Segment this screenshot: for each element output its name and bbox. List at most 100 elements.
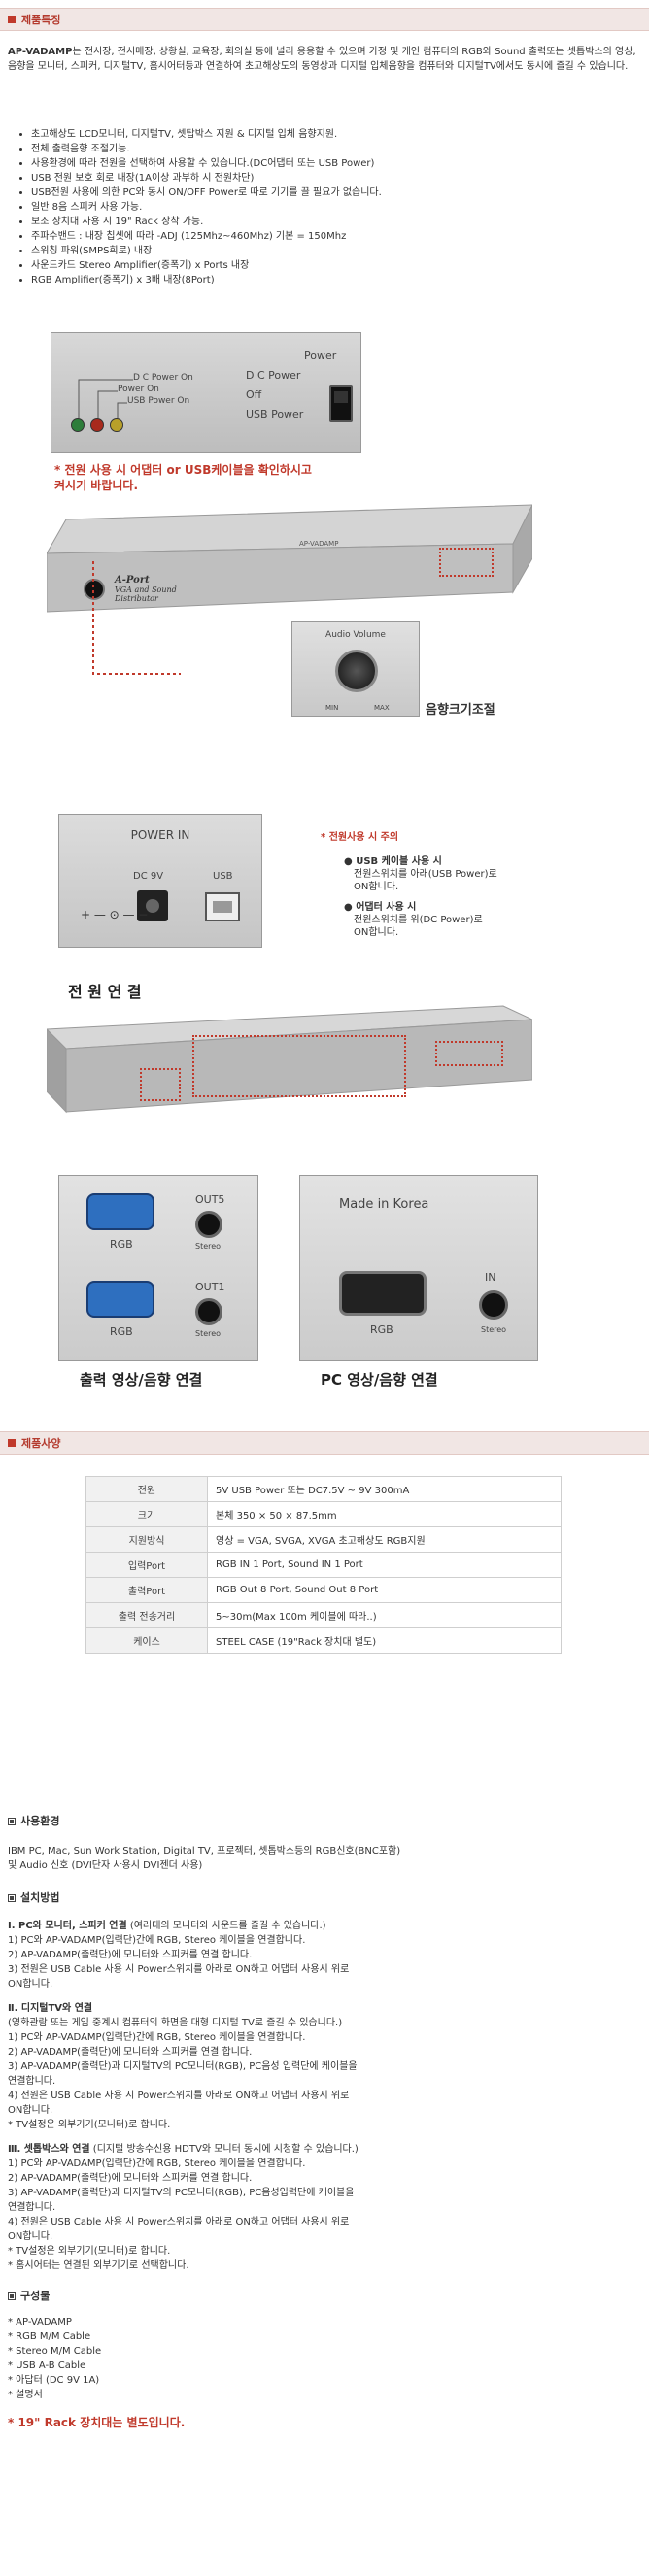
section-header-features: 제품특징: [0, 8, 649, 31]
install-line: 1) PC와 AP-VADAMP(입력단)간에 RGB, Stereo 케이블을…: [8, 2032, 306, 2043]
square-bullet-icon: [8, 1439, 16, 1447]
contents-item: * Stereo M/M Cable: [8, 2346, 102, 2357]
spec-label: 출력 전송거리: [85, 1602, 208, 1628]
audio-volume-label: Audio Volume: [325, 630, 386, 640]
rgb-label-out5: RGB: [110, 1238, 133, 1251]
install-line: * TV설정은 외부기기(모니터)로 합니다.: [8, 2246, 171, 2257]
feature-item: 사용환경에 따라 전원을 선택하여 사용할 수 있습니다.(DC어댑터 또는 U…: [31, 157, 643, 171]
rgb-label-out1: RGB: [110, 1325, 133, 1338]
install-line: ON합니다.: [8, 1979, 53, 1990]
contents-heading: 구성물: [8, 2289, 641, 2303]
square-bullet-icon: [8, 16, 16, 23]
stereo-label-out1: Stereo: [195, 1329, 222, 1338]
out1-label: OUT1: [195, 1281, 225, 1293]
install-line: ON합니다.: [8, 2105, 53, 2116]
input-caption: PC 영상/음향 연결: [321, 1371, 438, 1388]
volume-closeup: Audio Volume MIN MAX: [291, 621, 420, 717]
power-panel-closeup: D C Power On Power On USB Power On Power…: [51, 332, 361, 453]
section-title: 제품사양: [21, 1437, 61, 1450]
in-label: IN: [485, 1271, 496, 1284]
intro-text: 는 전시장, 전시매장, 상황실, 교육장, 회의실 등에 널리 응용할 수 있…: [8, 47, 636, 72]
vga-out1-icon: [86, 1281, 154, 1318]
feature-item: 사운드카드 Stereo Amplifier(증폭기) x Ports 내장: [31, 259, 643, 273]
feature-item: 스위칭 파워(SMPS회로) 내장: [31, 245, 643, 258]
dc-power-on-label: D C Power On: [133, 373, 193, 383]
install-line: (영화관람 또는 게임 중계시 컴퓨터의 화면을 대형 디지털 TV로 즐길 수…: [8, 2018, 343, 2028]
power-led-labels: D C Power On Power On USB Power On: [73, 372, 193, 407]
adapter-notice-title: ● 어댑터 사용 시: [344, 902, 417, 913]
section-header-specs: 제품사양: [0, 1431, 649, 1455]
feature-item: USB전원 사용에 의한 PC와 동시 ON/OFF Power로 따로 기기를…: [31, 186, 643, 200]
contents-item: * AP-VADAMP: [8, 2317, 72, 2327]
feature-item: RGB Amplifier(증폭기) x 3배 내장(8Port): [31, 274, 643, 287]
power-notice-title: * 전원사용 시 주의: [321, 832, 399, 843]
install-step1-title: Ⅰ. PC와 모니터, 스피커 연결 (여러대의 모니터와 사운드를 즐길 수 …: [8, 1921, 326, 1931]
usb-notice-text: 전원스위치를 아래(USB Power)로 ON합니다.: [354, 869, 497, 892]
spec-label: 전원: [85, 1476, 208, 1502]
spec-value: 본체 350 × 50 × 87.5mm: [207, 1501, 562, 1527]
power-rocker-switch[interactable]: [329, 385, 353, 422]
install-line: 2) AP-VADAMP(출력단)에 모니터와 스피커를 연결 합니다.: [8, 2173, 253, 2184]
led-leader-lines: [78, 379, 133, 418]
install-line: 3) AP-VADAMP(출력단)과 디지털TV의 PC모니터(RGB), PC…: [8, 2061, 358, 2072]
stereo-label-out5: Stereo: [195, 1242, 222, 1251]
made-in-korea-label: Made in Korea: [339, 1197, 429, 1212]
volume-knob-icon[interactable]: [335, 650, 378, 692]
device-front-view: AP-VADAMP A-Port VGA and Sound Distribut…: [46, 466, 533, 621]
power-caption: 전 원 연 결: [68, 983, 142, 1001]
spec-value: 영상 = VGA, SVGA, XVGA 초고해상도 RGB지원: [207, 1526, 562, 1553]
install-line: 4) 전원은 USB Cable 사용 시 Power스위치를 아래로 ON하고…: [8, 2091, 350, 2101]
spec-value: RGB IN 1 Port, Sound IN 1 Port: [207, 1552, 562, 1578]
power-on-label: Power On: [118, 385, 159, 394]
contents-item: * 아답터 (DC 9V 1A): [8, 2375, 100, 2386]
install-line: 2) AP-VADAMP(출력단)에 모니터와 스피커를 연결 합니다.: [8, 1950, 253, 1960]
out5-label: OUT5: [195, 1193, 225, 1206]
checkbox-bullet-icon: [8, 1893, 16, 1902]
feature-item: 주파수밴드 : 내장 칩셋에 따라 -ADJ (125Mhz~460Mhz) 기…: [31, 230, 643, 244]
spec-value: 5V USB Power 또는 DC7.5V ~ 9V 300mA: [207, 1476, 562, 1502]
device-subtitle: VGA and Sound Distributor: [115, 585, 177, 603]
power-label: Power: [304, 350, 337, 362]
volume-max-label: MAX: [374, 704, 390, 712]
section-title: 제품특징: [21, 14, 61, 26]
warning-text: * 전원 사용 시 어댑터 or USB케이블을 확인하시고 켜시기 바랍니다.: [54, 463, 312, 492]
install-line: * TV설정은 외부기기(모니터)로 합니다.: [8, 2120, 171, 2130]
install-line: 3) AP-VADAMP(출력단)과 디지털TV의 PC모니터(RGB), PC…: [8, 2188, 355, 2198]
volume-min-label: MIN: [325, 704, 339, 712]
feature-item: USB 전원 보호 회로 내장(1A이상 과부하 시 전원차단): [31, 172, 643, 185]
install-line: 4) 전원은 USB Cable 사용 시 Power스위치를 아래로 ON하고…: [8, 2217, 350, 2227]
env-text: IBM PC, Mac, Sun Work Station, Digital T…: [8, 1846, 401, 1871]
checkbox-bullet-icon: [8, 2292, 16, 2300]
install-heading: 설치방법: [8, 1890, 641, 1905]
usb-label: USB: [213, 871, 233, 882]
spec-value: STEEL CASE (19"Rack 장치대 별도): [207, 1627, 562, 1654]
feature-item: 초고해상도 LCD모니터, 디지털TV, 셋탑박스 지원 & 디지털 입체 음향…: [31, 128, 643, 142]
vga-out5-icon: [86, 1193, 154, 1230]
spec-value: 5~30m(Max 100m 케이블에 따라..): [207, 1602, 562, 1628]
device-rear-view: [45, 1000, 533, 1117]
power-in-title: POWER IN: [130, 828, 190, 842]
feature-item: 보조 장치대 사용 시 19" Rack 장착 가능.: [31, 216, 643, 229]
stereo-jack-out5-icon: [195, 1211, 222, 1238]
feature-item: 일반 8음 스피커 사용 가능.: [31, 201, 643, 215]
spec-value: RGB Out 8 Port, Sound Out 8 Port: [207, 1577, 562, 1603]
green-led-icon: [71, 418, 85, 432]
spec-label: 출력Port: [85, 1577, 208, 1603]
rear-outputs-highlight: [192, 1035, 406, 1097]
yellow-led-icon: [110, 418, 123, 432]
output-caption: 출력 영상/음향 연결: [80, 1371, 203, 1388]
device-brand-logo: A-Port VGA and Sound Distributor: [115, 575, 177, 603]
device-model-label: AP-VADAMP: [299, 540, 339, 548]
install-line: 3) 전원은 USB Cable 사용 시 Power스위치를 아래로 ON하고…: [8, 1964, 350, 1975]
contents-item: * RGB M/M Cable: [8, 2331, 91, 2342]
adapter-notice-text: 전원스위치를 위(DC Power)로 ON합니다.: [354, 915, 483, 938]
usb-power-label: USB Power: [246, 408, 304, 420]
install-step1-lines: 1) PC와 AP-VADAMP(입력단)간에 RGB, Stereo 케이블을…: [8, 1933, 641, 1991]
input-port-closeup: Made in Korea RGB IN Stereo: [299, 1175, 538, 1361]
contents-item: * 설명서: [8, 2390, 43, 2400]
